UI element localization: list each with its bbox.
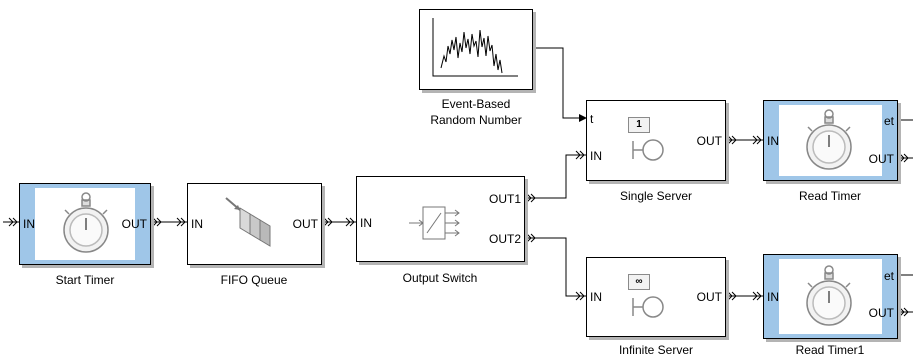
entity-port-chevron: [575, 150, 585, 160]
block-caption-read-timer: Read Timer: [798, 189, 862, 203]
single-server-block[interactable]: 1 t IN OUT: [586, 100, 726, 181]
block-caption-infinite-server: Infinite Server: [618, 343, 694, 357]
entity-port-chevron: [526, 193, 536, 203]
entity-port-chevron: [345, 217, 355, 227]
start-timer-block[interactable]: IN OUT: [19, 183, 151, 265]
fifo-queue-out-port: OUT: [292, 217, 318, 231]
entity-port-chevron: [727, 291, 737, 301]
entity-port-chevron: [323, 217, 333, 227]
entity-port-chevron: [152, 217, 162, 227]
fifo-queue-block[interactable]: IN OUT: [187, 183, 322, 265]
output-switch-out2-port: OUT2: [488, 232, 521, 246]
block-caption-random-number: Event-Based Random Number: [430, 97, 522, 127]
read-timer-out-port: OUT: [868, 152, 894, 166]
line-out1-to-single-server: [525, 154, 586, 199]
random-signal-plot-icon: [432, 18, 518, 77]
block-caption-read-timer1: Read Timer1: [795, 343, 865, 357]
read-timer-et-port: et: [883, 114, 894, 128]
stopwatch-icon: [806, 109, 852, 170]
read-timer1-in-port: IN: [767, 290, 779, 304]
single-server-t-port: t: [590, 112, 594, 126]
stopwatch-icon: [806, 265, 852, 326]
queue-icon: [225, 197, 271, 247]
fifo-queue-in-port: IN: [191, 217, 203, 231]
read-timer1-et-port: et: [883, 269, 894, 283]
start-timer-in-port: IN: [23, 217, 35, 231]
entity-port-chevron: [727, 135, 737, 145]
block-caption-single-server: Single Server: [619, 189, 693, 203]
entity-port-chevron: [575, 291, 585, 301]
line-out2-to-infinite-server: [525, 237, 586, 297]
single-server-capacity: 1: [628, 117, 650, 133]
start-timer-out-port: OUT: [121, 217, 147, 231]
entity-port-chevron: [752, 291, 762, 301]
output-switch-in-port: IN: [360, 216, 372, 230]
block-caption-output-switch: Output Switch: [402, 271, 478, 285]
entity-port-chevron: [8, 217, 18, 227]
entity-port-chevron: [176, 217, 186, 227]
block-caption-start-timer: Start Timer: [55, 273, 115, 287]
server-icon: [632, 296, 664, 318]
output-switch-out1-port: OUT1: [488, 192, 521, 206]
single-server-out-port: OUT: [696, 134, 722, 148]
read-timer-block[interactable]: IN et OUT: [763, 100, 898, 181]
event-based-random-number-block[interactable]: [419, 9, 533, 90]
block-caption-fifo-queue: FIFO Queue: [220, 273, 288, 287]
server-icon: [632, 139, 664, 161]
output-switch-block[interactable]: IN OUT1 OUT2: [356, 176, 525, 262]
read-timer1-block[interactable]: IN et OUT: [763, 254, 898, 339]
infinite-server-capacity: ∞: [628, 274, 650, 290]
switch-icon: [409, 206, 460, 240]
entity-port-chevron: [752, 135, 762, 145]
entity-port-chevron: [899, 307, 909, 317]
infinite-server-in-port: IN: [590, 290, 602, 304]
entity-port-chevron: [526, 233, 536, 243]
single-server-in-port: IN: [590, 149, 602, 163]
infinite-server-block[interactable]: ∞ IN OUT: [586, 257, 726, 337]
read-timer1-out-port: OUT: [868, 306, 894, 320]
line-random-to-single-server: [533, 47, 587, 122]
infinite-server-out-port: OUT: [696, 290, 722, 304]
entity-port-chevron: [899, 153, 909, 163]
stopwatch-icon: [63, 192, 109, 253]
read-timer-in-port: IN: [767, 134, 779, 148]
